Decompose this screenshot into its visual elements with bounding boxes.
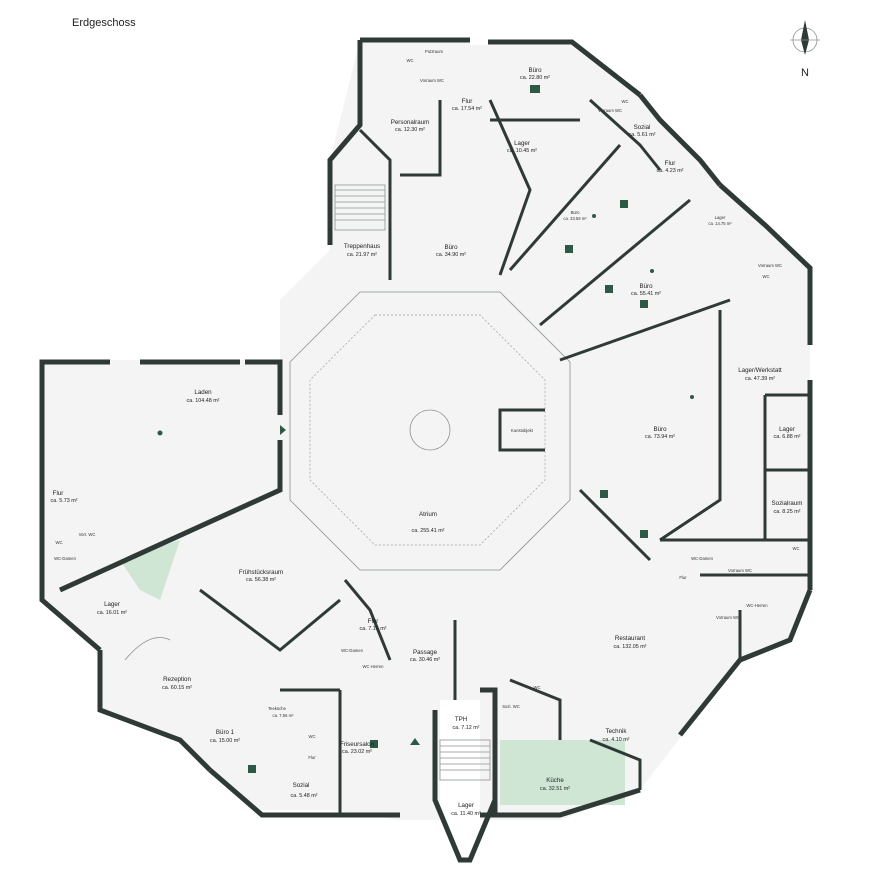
room-lager-5-name: Lager [458, 802, 474, 809]
room-lager-werkstatt-area: ca. 47.39 m² [745, 376, 775, 382]
label-wc-sw-4: WC-Damen [341, 648, 364, 653]
label-wc-kit-1: WC [534, 685, 541, 690]
compass: N [790, 20, 820, 79]
room-teekueche-area: ca. 7.56 m² [273, 713, 295, 718]
room-atrium-area: ca. 255.41 m² [412, 528, 445, 534]
room-lager-4-name: Lager [104, 601, 120, 608]
label-wc-left-2: WC-Damen [54, 556, 77, 561]
label-wc-left-3: WC [56, 540, 63, 545]
label-wc-left-1: Vorr. WC [79, 532, 96, 537]
room-buero-1-area: ca. 22.80 m² [520, 75, 550, 81]
room-flur-1-name: Flur [462, 98, 473, 105]
room-lager-1-area: ca. 10.45 m² [507, 148, 537, 154]
room-fruehstuecksraum-area: ca. 56.38 m² [246, 577, 276, 583]
label-wc-kit-2: Sozi. WC [502, 704, 519, 709]
room-personalraum-area: ca. 12.30 m² [395, 127, 425, 133]
room-buero-2-name: Büro [444, 244, 458, 251]
room-passage-name: Passage [413, 649, 438, 656]
room-lager-3-area: ca. 6.88 m² [774, 434, 801, 440]
room-sozial-1-area: ca. 5.61 m² [629, 132, 656, 138]
room-teekueche-name: Teeküche [268, 706, 287, 711]
room-lager-5-area: ca. 11.40 m² [451, 811, 481, 817]
room-buero-2-area: ca. 34.90 m² [436, 252, 466, 258]
label-wc-sw-2: Flur [308, 755, 316, 760]
room-buero-4-area: ca. 55.41 m² [631, 291, 661, 297]
small-labels: WC Vorraum WC Putzraum WC Vorraum WC Vor… [54, 49, 799, 760]
room-flur-2-area: ca. 4.23 m² [657, 168, 684, 174]
label-wc-rest-1: WC-Damen [691, 556, 714, 561]
room-lager-4-area: ca. 16.01 m² [97, 610, 127, 616]
room-friseursalon-area: ca. 23.02 m² [342, 749, 372, 755]
room-technik-area: ca. 4.10 m² [603, 737, 630, 743]
room-laden-name: Laden [194, 389, 212, 396]
room-buero-6-name: Büro 1 [216, 729, 235, 736]
room-treppenhaus-name: Treppenhaus [344, 243, 380, 250]
label-wc-top-3: Putzraum [425, 49, 443, 54]
room-tph-name: TPH [455, 716, 467, 723]
room-lager-2-area: ca. 14.75 m² [708, 221, 732, 226]
room-buero-5-area: ca. 73.94 m² [645, 434, 675, 440]
label-wc-sw-1: WC [309, 734, 316, 739]
plan-title: Erdgeschoss [72, 17, 136, 29]
room-restaurant-area: ca. 132.05 m² [614, 644, 647, 650]
room-buero-4-name: Büro [639, 283, 653, 290]
room-buero-3-name: Büro [571, 210, 581, 215]
label-wc-rest-3: Vorraum WC [716, 615, 740, 620]
room-lager-werkstatt-name: Lager/Werkstatt [738, 367, 782, 374]
compass-north-label: N [801, 67, 809, 79]
room-buero-6-area: ca. 15.00 m² [210, 738, 240, 744]
stairs [124, 184, 491, 781]
room-labels: Treppenhaus ca. 21.97 m² Personalraum ca… [51, 67, 803, 817]
room-lager-1-name: Lager [514, 140, 530, 147]
label-wc-top-2: Vorraum WC [420, 78, 444, 83]
room-flur-3-name: Flur [53, 490, 64, 497]
room-laden-area: ca. 104.48 m² [187, 398, 220, 404]
room-treppenhaus-area: ca. 21.97 m² [347, 252, 377, 258]
room-flur-4-name: Flur [368, 618, 379, 625]
room-buero-5-name: Büro [653, 426, 667, 433]
room-fruehstuecksraum-name: Frühstücksraum [239, 569, 283, 576]
room-flur-4-area: ca. 7.16 m² [360, 626, 387, 632]
label-wc-rest-4: Flur [679, 575, 687, 580]
room-personalraum-name: Personalraum [391, 119, 430, 126]
room-restaurant-name: Restaurant [615, 635, 646, 642]
atrium [289, 291, 571, 571]
room-kueche-area: ca. 32.51 m² [540, 786, 570, 792]
room-passage-area: ca. 30.46 m² [410, 657, 440, 663]
room-atrium-name: Atrium [419, 511, 437, 518]
room-lager-3-name: Lager [779, 426, 795, 433]
room-flur-3-area: ca. 5.73 m² [51, 498, 78, 504]
label-wc-right-1: WC [622, 99, 629, 104]
label-wc-right-3: Vorraum WC [758, 263, 782, 268]
room-tph-area: ca. 7.12 m² [453, 725, 480, 731]
room-sozialraum-area: ca. 8.25 m² [774, 509, 801, 515]
room-rezeption-name: Rezeption [163, 676, 191, 683]
room-flur-2-name: Flur [665, 160, 676, 167]
room-sozial-2-area: ca. 5.48 m² [291, 793, 318, 799]
room-technik-name: Technik [606, 728, 628, 735]
walls [39, 37, 813, 863]
room-sozial-1-name: Sozial [634, 124, 651, 131]
label-wc-rest-2: WC-Herren [746, 603, 768, 608]
furniture [157, 85, 694, 773]
room-kueche-name: Küche [546, 777, 564, 784]
room-friseursalon-name: Friseursalon [340, 741, 375, 748]
room-lager-2-name: Lager [715, 215, 726, 220]
room-sozialraum-name: Sozialraum [772, 500, 803, 507]
room-rezeption-area: ca. 60.15 m² [162, 685, 192, 691]
label-kunstobjekt: Kunstobjekt [511, 428, 534, 433]
room-buero-1-name: Büro [528, 67, 542, 74]
room-buero-3-area: ca. 33.59 m² [563, 216, 587, 221]
label-wc-rest-5: Vorraum WC [728, 568, 752, 573]
label-wc-right-2: Vorraum WC [598, 108, 622, 113]
label-wc-top-1: WC [407, 58, 414, 63]
label-wc-rest-6: WC [793, 546, 800, 551]
room-sozial-2-name: Sozial [293, 782, 310, 789]
room-flur-1-area: ca. 17.54 m² [452, 106, 482, 112]
label-wc-right-4: WC [763, 274, 770, 279]
label-wc-sw-3: WC Herren [363, 664, 385, 669]
